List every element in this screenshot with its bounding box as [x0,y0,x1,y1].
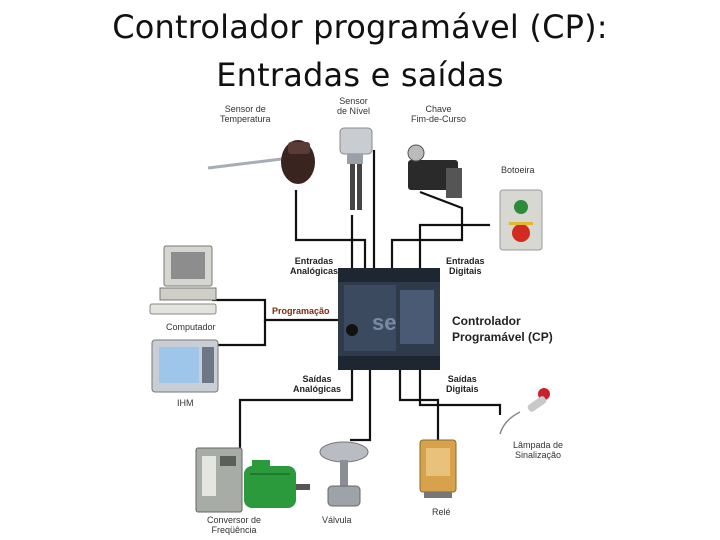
wire-ihm [212,320,265,345]
device-label-sensor-temperatura: Sensor de Temperatura [220,104,271,124]
label-saidas-digitais-line1: Saídas [446,374,479,384]
label-saidas-analogicas-line2: Analógicas [293,384,341,394]
plc-front-text: se [372,310,396,335]
label-entradas-analogicas-line1: Entradas [290,256,338,266]
lamp-body [527,395,548,413]
device-label-sensor-nivel-line1: Sensor [337,96,370,106]
level-sensor-head [340,128,372,154]
label-saidas-analogicas: Saídas Analógicas [293,374,341,394]
device-label-computador-text: Computador [166,322,216,332]
hmi-screen [159,347,199,383]
label-entradas-analogicas: Entradas Analógicas [290,256,338,276]
label-programacao-text: Programação [272,306,330,316]
inverter-display [220,456,236,466]
motor-shaft [296,484,310,490]
motor-device [244,460,310,508]
label-programacao: Programação [272,306,330,316]
ihm-device [152,340,218,392]
inverter-panel [202,456,216,496]
plc-label-line2: Programável (CP) [452,329,553,345]
device-label-botoeira-text: Botoeira [501,165,535,175]
label-entradas-digitais: Entradas Digitais [446,256,485,276]
device-label-chave-fim-curso: Chave Fim-de-Curso [411,104,466,124]
device-label-conversor-line1: Conversor de [207,515,261,525]
relay-coil [426,448,450,476]
botoeira-device [500,190,542,250]
sensor-cap [288,142,310,154]
limit-switch-roller [408,145,424,161]
limit-switch-side [446,168,462,198]
label-entradas-analogicas-line2: Analógicas [290,266,338,276]
computador-device [150,246,216,314]
label-entradas-digitais-line2: Digitais [446,266,485,276]
plc-terminal-top [338,268,440,282]
level-sensor-fork-a [350,164,355,210]
label-saidas-digitais: Saídas Digitais [446,374,479,394]
chave-fim-curso-device [408,145,462,198]
computer-case [160,288,216,300]
valve-body [328,486,360,506]
plc-label: Controlador Programável (CP) [452,313,553,345]
device-label-chave-fim-curso-line2: Fim-de-Curso [411,114,466,124]
hmi-keys [202,347,214,383]
device-label-lampada: Lâmpada de Sinalização [513,440,563,460]
valve-stem [340,460,348,486]
stop-button [512,224,530,242]
start-button [514,200,528,214]
lamp-wire [500,412,520,434]
device-label-computador: Computador [166,322,216,332]
label-saidas-digitais-line2: Digitais [446,384,479,394]
plc-device: se [338,268,440,370]
device-label-conversor-line2: Freqüência [207,525,261,535]
device-label-valvula-text: Válvula [322,515,352,525]
level-sensor-fork-b [357,164,362,210]
device-label-ihm: IHM [177,398,194,408]
device-label-lampada-line2: Sinalização [513,450,563,460]
device-label-valvula: Válvula [322,515,352,525]
stop-button-ring [509,222,533,225]
label-saidas-analogicas-line1: Saídas [293,374,341,384]
relay-pins [424,492,452,498]
device-label-sensor-nivel-line2: de Nível [337,106,370,116]
device-label-sensor-nivel: Sensor de Nível [337,96,370,116]
plc-terminal-bottom [338,356,440,370]
probe-rod [208,158,290,168]
device-label-sensor-temperatura-line1: Sensor de [220,104,271,114]
lampada-device [500,388,550,434]
conversor-device [196,448,242,512]
device-label-rele: Relé [432,507,451,517]
motor-body [244,466,296,508]
plc-label-line1: Controlador [452,313,553,329]
device-label-botoeira: Botoeira [501,165,535,175]
plc-display [400,290,434,344]
device-label-chave-fim-curso-line1: Chave [411,104,466,114]
device-label-lampada-line1: Lâmpada de [513,440,563,450]
rele-device [420,440,456,498]
keyboard [150,304,216,314]
sensor-temperatura-device [208,140,315,184]
device-label-conversor: Conversor de Freqüência [207,515,261,535]
monitor-screen [171,252,205,279]
device-label-ihm-text: IHM [177,398,194,408]
sensor-nivel-device [340,128,372,210]
device-label-sensor-temperatura-line2: Temperatura [220,114,271,124]
label-entradas-digitais-line1: Entradas [446,256,485,266]
valvula-device [320,442,368,506]
level-sensor-neck [347,154,363,164]
valve-actuator [320,442,368,462]
motor-terminal-box [252,460,270,468]
plc-connector [346,324,358,336]
device-label-rele-text: Relé [432,507,451,517]
